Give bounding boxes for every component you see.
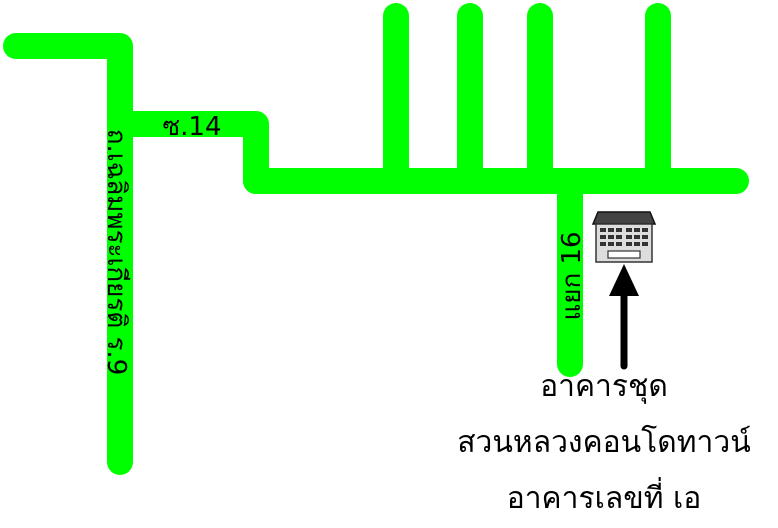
main-road <box>3 33 133 475</box>
destination-line-2: สวนหลวงคอนโดทาวน์ <box>457 425 751 460</box>
main-road-label: ถ.เฉลิมพระเกียรติ ร.9 <box>101 129 131 376</box>
up-arrow-icon <box>609 264 639 370</box>
road-network <box>3 3 749 475</box>
building-windows <box>600 228 648 246</box>
destination-line-3: อาคารเลขที่ เอ <box>506 481 702 516</box>
junction-16-label: แยก 16 <box>557 231 587 320</box>
soi-14-road <box>107 111 269 194</box>
condominium-building-icon <box>591 211 657 263</box>
soi-14-label: ซ.14 <box>163 112 222 142</box>
destination-line-1: อาคารชุด <box>540 369 668 404</box>
building-roof <box>591 211 657 225</box>
building-entrance <box>607 250 641 259</box>
